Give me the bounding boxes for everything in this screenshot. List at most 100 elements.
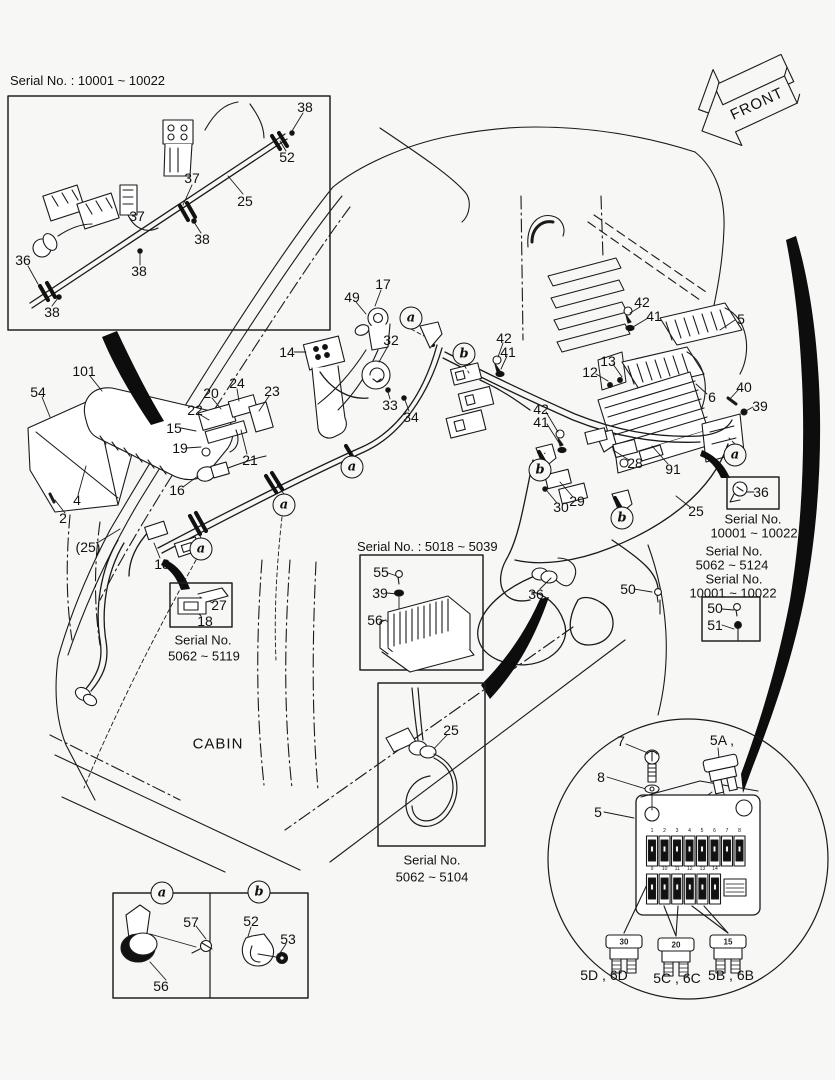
callout-38: 38	[44, 304, 60, 320]
right-note-0-line1: Serial No.	[724, 511, 782, 527]
right-note-1-line1: Serial No.	[705, 543, 763, 559]
fuse-number-7: 7	[725, 828, 729, 834]
callout-52: 52	[243, 913, 259, 929]
callout-38: 38	[131, 263, 147, 279]
callout-42: 42	[634, 294, 650, 310]
fuse-number-10: 10	[661, 866, 668, 872]
callout-22: 22	[187, 402, 203, 418]
callout-17: 17	[375, 276, 391, 292]
detail-marker-b: b	[610, 506, 634, 530]
callout-20: 20	[203, 385, 219, 401]
inset-converter-box	[359, 554, 484, 673]
detail-marker-a: a	[150, 881, 174, 905]
right-note-1-line2: 5062 ~ 5124	[695, 557, 769, 573]
detail-marker-a: a	[272, 493, 296, 517]
fuse-amp-20: 20	[671, 940, 681, 950]
callout-50: 50	[620, 581, 636, 597]
callout-4: 4	[73, 492, 81, 508]
callout-7: 7	[617, 733, 625, 749]
fuse-number-6: 6	[713, 828, 716, 834]
callout-25: 25	[688, 503, 704, 519]
callout-14: 14	[279, 344, 295, 360]
callout-6: 6	[708, 389, 716, 405]
fuse-number-14: 14	[712, 866, 718, 872]
callout-13: 13	[600, 353, 616, 369]
callout-37: 37	[129, 208, 145, 224]
plug-16	[196, 455, 267, 482]
cab-outline	[49, 126, 725, 873]
callout-8: 8	[597, 769, 605, 785]
callout-53: 53	[280, 931, 296, 947]
inset-plug-caption-2: 5062 ~ 5104	[395, 869, 469, 885]
callout-18: 18	[197, 613, 213, 629]
callout-39: 39	[752, 398, 768, 414]
callout-56: 56	[153, 978, 169, 994]
fuse-number-2: 2	[663, 828, 666, 834]
callout-40: 40	[736, 379, 752, 395]
callout-2: 2	[59, 510, 67, 526]
fuse-group-label-5C6C: 5C , 6C	[653, 970, 701, 986]
callout-24: 24	[229, 375, 245, 391]
callout-36: 36	[15, 252, 31, 268]
callout-50: 50	[707, 600, 723, 616]
callout-42: 42	[496, 330, 512, 346]
swoosh-arrows	[102, 236, 821, 793]
inset-connector-caption-1: Serial No.	[174, 632, 232, 648]
callout-23: 23	[264, 383, 280, 399]
callout-33: 33	[382, 397, 398, 413]
detail-table	[112, 892, 309, 999]
fuse-number-13: 13	[699, 866, 706, 872]
callout-42: 42	[533, 401, 549, 417]
right-note-2-line2: 10001 ~ 10022	[689, 585, 777, 601]
inset-plug-caption-1: Serial No.	[403, 852, 461, 868]
callout-16: 16	[169, 482, 185, 498]
callout-21: 21	[242, 452, 258, 468]
callout-38: 38	[194, 231, 210, 247]
callout-32: 32	[383, 332, 399, 348]
callout-5: 5	[594, 804, 602, 820]
callout-28: 28	[627, 455, 643, 471]
inset-top-left-box	[7, 95, 331, 331]
callout-36: 36	[753, 484, 769, 500]
fuse-number-12: 12	[687, 866, 693, 872]
callout-38: 38	[297, 99, 313, 115]
callout-34: 34	[403, 409, 419, 425]
fuse-amp-15: 15	[723, 937, 733, 947]
callout-19: 19	[172, 440, 188, 456]
inset-converter-title: Serial No. : 5018 ~ 5039	[357, 539, 498, 554]
clamp-36-box	[726, 476, 780, 510]
detail-marker-a: a	[723, 443, 747, 467]
callout-29: 29	[569, 493, 585, 509]
callout-54: 54	[30, 384, 46, 400]
fuse-group-label-5B6B: 5B , 6B	[708, 967, 754, 983]
fuse-number-8: 8	[738, 828, 741, 834]
round-part-32	[361, 360, 407, 401]
callout-27: 27	[211, 597, 227, 613]
switch-cluster	[197, 394, 274, 457]
cabin-label: CABIN	[192, 735, 244, 753]
switch-14	[302, 335, 347, 439]
fuse-number-9: 9	[650, 866, 654, 872]
fuse-number-4: 4	[688, 828, 691, 834]
callout-57: 57	[183, 914, 199, 930]
detail-marker-a: a	[340, 455, 364, 479]
front-arrow	[698, 53, 801, 147]
fuse-number-5: 5	[700, 828, 704, 834]
callout-91: 91	[665, 461, 681, 477]
connector-cluster-b	[445, 362, 495, 439]
callout-52: 52	[279, 149, 295, 165]
callout-49: 49	[344, 289, 360, 305]
callout-101: 101	[72, 363, 96, 379]
console-pad-101	[84, 387, 234, 481]
marker-leaders	[83, 328, 736, 789]
inset-top-left-title: Serial No. : 10001 ~ 10022	[10, 73, 166, 88]
detail-marker-a: a	[189, 537, 213, 561]
fuse-group-label-5D6D: 5D , 6D	[580, 967, 628, 983]
detail-marker-a: a	[399, 306, 423, 330]
radio-unit-91	[597, 371, 711, 474]
fuse-number-1: 1	[650, 828, 654, 834]
detail-marker-b: b	[247, 880, 271, 904]
harness-clamps	[74, 321, 633, 707]
callout-12: 12	[582, 364, 598, 380]
